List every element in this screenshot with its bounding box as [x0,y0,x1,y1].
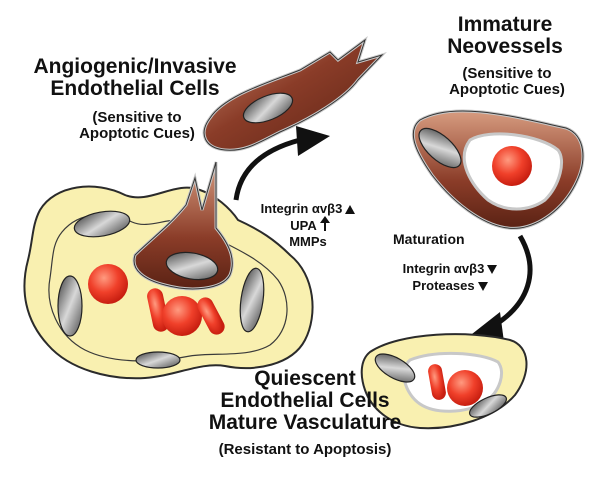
quiescent-subtitle: (Resistant to Apoptosis) [218,441,392,458]
immature-subtitle: (Sensitive to Apoptotic Cues) [432,66,582,98]
rbc-left-1 [88,264,128,304]
nucleus-migrating [242,92,294,124]
proteases-label: Proteases [412,277,475,293]
quiescent-title: Quiescent Endothelial Cells Mature Vascu… [175,367,435,435]
angiogenic-title: Angiogenic/Invasive Endothelial Cells [10,55,260,101]
immature-sub-line-1: (Sensitive to [462,65,552,82]
immature-title: Immature Neovessels [420,13,590,59]
quiescent-title-line-3: Mature Vasculature [208,411,402,435]
rbc-neovessel [492,146,532,186]
upregulated-markers: Integrin αvβ3 UPA MMPs [238,202,378,249]
upa-label: UPA [290,217,317,233]
down-arrow-icon [487,265,498,275]
downregulated-markers: Integrin αvβ3 Proteases [380,262,520,292]
nucleus-left-3 [239,267,265,333]
down-arrow-icon [477,281,488,291]
integrin-up-label: Integrin αvβ3 [260,201,343,216]
rbc-mature-1 [428,364,446,400]
rbc-left-3 [162,296,202,336]
angiogenic-sub-line-2: Apoptotic Cues) [79,124,195,142]
rbc-mature-2 [447,370,483,406]
immature-title-line-1: Immature [457,13,553,36]
integrin-down-label: Integrin αvβ3 [402,261,485,276]
maturation-label: Maturation [393,231,465,247]
nucleus-mature-1 [374,353,416,383]
nucleus-mature-2 [468,394,508,418]
arrow-curve-down [488,234,533,331]
immature-title-line-2: Neovessels [447,35,563,59]
nucleus-left-1 [73,210,131,238]
nucleus-left-2 [57,275,83,337]
arrow-curve-up [233,137,301,201]
arrow-curve-up-head [296,126,330,156]
up-arrow-icon [345,205,356,215]
nucleus-neovessel [418,127,462,169]
mmps-label: MMPs [289,234,327,250]
angiogenic-subtitle: (Sensitive to Apoptotic Cues) [62,110,212,142]
angiogenic-title-line-2: Endothelial Cells [50,77,220,101]
up-arrow-icon [319,215,330,231]
quiescent-title-line-2: Endothelial Cells [220,389,390,413]
rbc-left-4 [197,297,225,335]
nucleus-left-4 [135,351,181,369]
immature-sub-line-2: Apoptotic Cues) [449,80,565,98]
angiogenic-sub-line-1: (Sensitive to [92,109,182,126]
angiogenic-title-line-1: Angiogenic/Invasive [33,55,237,78]
nucleus-sprout [165,251,219,281]
quiescent-title-line-1: Quiescent [254,367,356,390]
